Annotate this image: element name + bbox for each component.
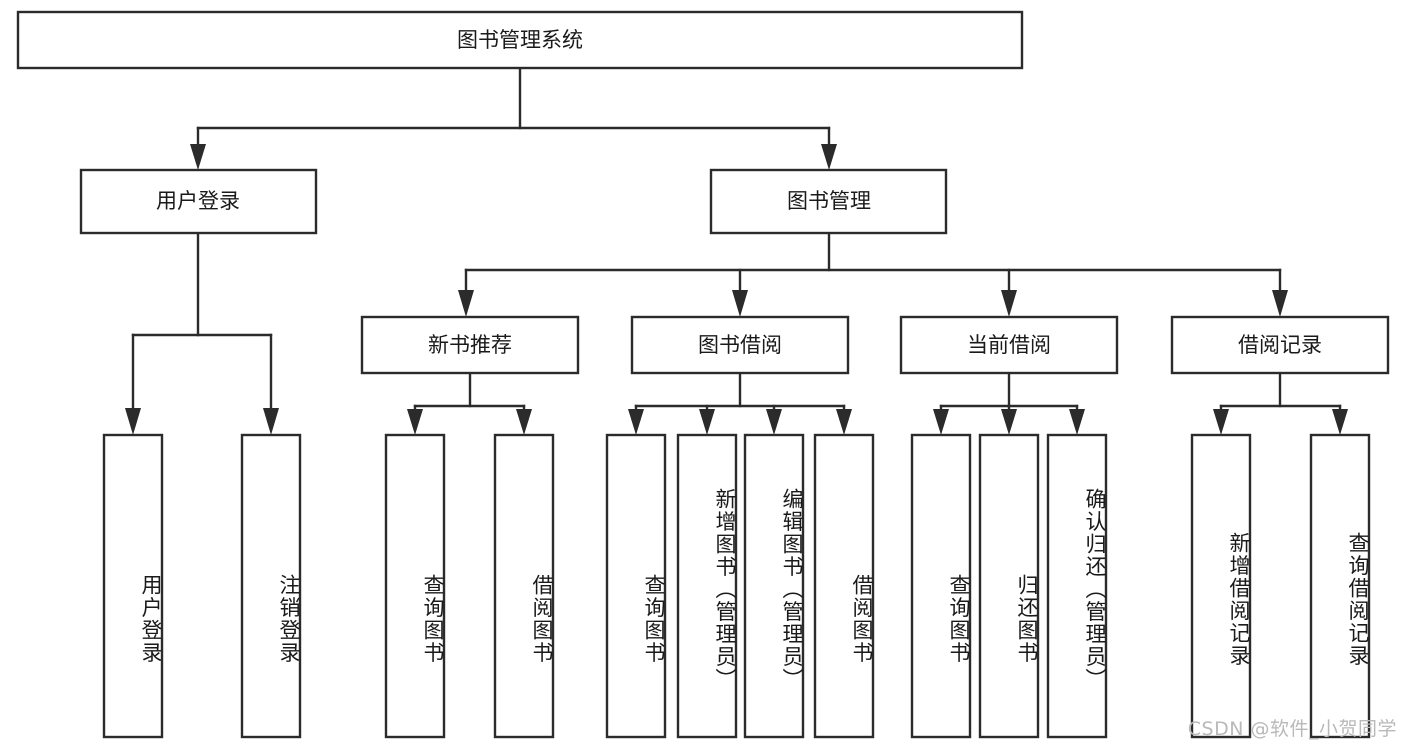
node-leaf-current-borrow-2[interactable] [978, 433, 1040, 739]
node-leaf-new-book-2[interactable] [493, 433, 555, 739]
arrow-current-child3 [1069, 409, 1085, 435]
arrow-record-child1 [1213, 409, 1229, 435]
node-book-management-label: 图书管理 [787, 189, 871, 213]
node-root-label: 图书管理系统 [457, 28, 583, 52]
arrow-current-child1 [933, 409, 949, 435]
node-leaf-current-borrow-1[interactable] [910, 433, 972, 739]
node-current-borrow-label: 当前借阅 [967, 333, 1051, 357]
node-book-borrow[interactable] [630, 315, 850, 375]
node-user-login[interactable] [79, 168, 318, 235]
node-root-book-management-system[interactable] [16, 10, 1024, 70]
node-user-login-label: 用户登录 [156, 189, 240, 213]
arrow-borrow-child4 [836, 409, 852, 435]
arrow-new-book-child2 [516, 409, 532, 435]
arrow-user-login-child1 [125, 408, 141, 435]
arrow-book-manage-to-record [1272, 290, 1288, 317]
arrow-root-to-user-login [190, 144, 206, 170]
node-leaf-book-borrow-3[interactable] [743, 433, 805, 739]
arrow-root-to-book-manage [821, 144, 837, 170]
node-leaf-book-borrow-1[interactable] [605, 433, 667, 739]
arrow-borrow-child1 [628, 409, 644, 435]
node-layer: 图书管理系统 用户登录 图书管理 新书推荐 图书借阅 当前借阅 借阅记录 [16, 10, 1390, 739]
arrow-user-login-child2 [263, 408, 279, 435]
node-leaf-new-book-1[interactable] [384, 433, 446, 739]
node-borrow-record-label: 借阅记录 [1238, 333, 1322, 357]
arrow-current-child2 [1001, 409, 1017, 435]
node-leaf-book-borrow-4[interactable] [813, 433, 875, 739]
node-leaf-borrow-record-2[interactable] [1309, 433, 1371, 739]
node-current-borrow[interactable] [899, 315, 1119, 375]
arrow-record-child2 [1332, 409, 1348, 435]
connector-layer [125, 66, 1348, 435]
node-leaf-current-borrow-3[interactable] [1046, 433, 1108, 739]
node-leaf-borrow-record-1[interactable] [1190, 433, 1252, 739]
arrow-book-manage-to-current [1001, 290, 1017, 317]
node-leaf-book-borrow-2[interactable] [676, 433, 738, 739]
node-leaf-user-login-1[interactable] [102, 433, 164, 739]
arrow-book-manage-to-new-book [458, 290, 474, 317]
arrow-borrow-child2 [699, 409, 715, 435]
node-new-book-recommend-label: 新书推荐 [428, 333, 512, 357]
node-book-management[interactable] [709, 168, 948, 235]
csdn-watermark: CSDN @软件_小贺同学 [1187, 718, 1397, 740]
node-borrow-record[interactable] [1170, 315, 1390, 375]
arrow-book-manage-to-borrow [732, 290, 748, 317]
node-leaf-user-login-2[interactable] [240, 433, 302, 739]
node-book-borrow-label: 图书借阅 [698, 333, 782, 357]
arrow-borrow-child3 [766, 409, 782, 435]
node-new-book-recommend[interactable] [360, 315, 580, 375]
arrow-new-book-child1 [407, 409, 423, 435]
